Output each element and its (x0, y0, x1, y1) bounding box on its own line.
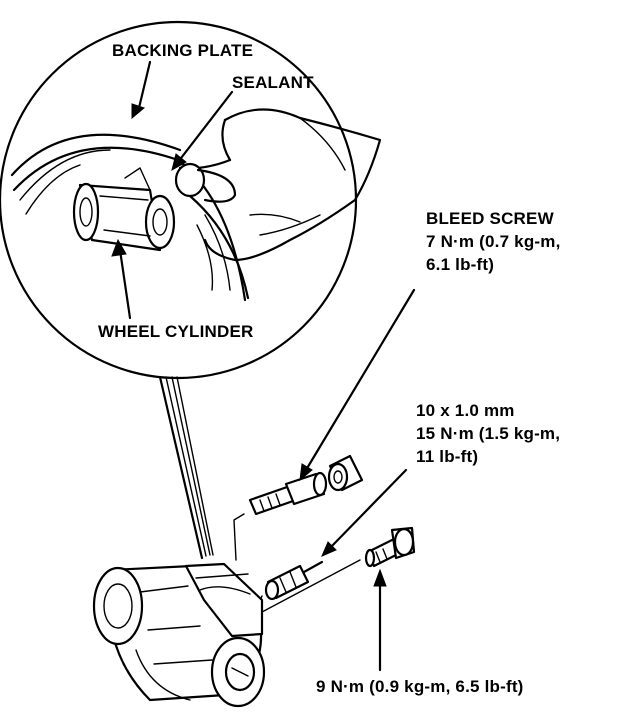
label-fitting-torque: 15 N·m (1.5 kg-m, (416, 424, 561, 443)
leader-wheel-cylinder (111, 238, 132, 320)
bleed-screw-cap (327, 454, 364, 492)
leader-fitting (321, 468, 408, 557)
label-fitting-size: 10 x 1.0 mm (416, 401, 515, 420)
label-bleed-screw-torque-lbft: 6.1 lb-ft) (426, 255, 495, 274)
leader-bolt (373, 568, 387, 672)
label-bolt-torque: 9 N·m (0.9 kg-m, 6.5 lb-ft) (316, 677, 524, 696)
label-wheel-cylinder: WHEEL CYLINDER (98, 322, 254, 341)
label-fitting-torque-lbft: 11 lb-ft) (416, 447, 479, 466)
label-bleed-screw-title: BLEED SCREW (426, 209, 554, 228)
label-backing-plate: BACKING PLATE (112, 41, 254, 60)
wheel-cylinder-body (92, 562, 266, 708)
label-sealant: SEALANT (232, 73, 314, 92)
leader-sealant (171, 90, 234, 172)
wheel-cylinder-detail (72, 167, 176, 252)
brake-line-fitting (254, 560, 324, 613)
leader-bleed-screw (299, 288, 416, 482)
bleed-screw (233, 471, 328, 561)
mounting-bolt (261, 526, 416, 613)
leader-backing-plate (131, 60, 152, 120)
hand-with-sealant (174, 108, 382, 262)
label-bleed-screw-torque: 7 N·m (0.7 kg-m, (426, 232, 561, 251)
detail-connector (158, 375, 214, 560)
